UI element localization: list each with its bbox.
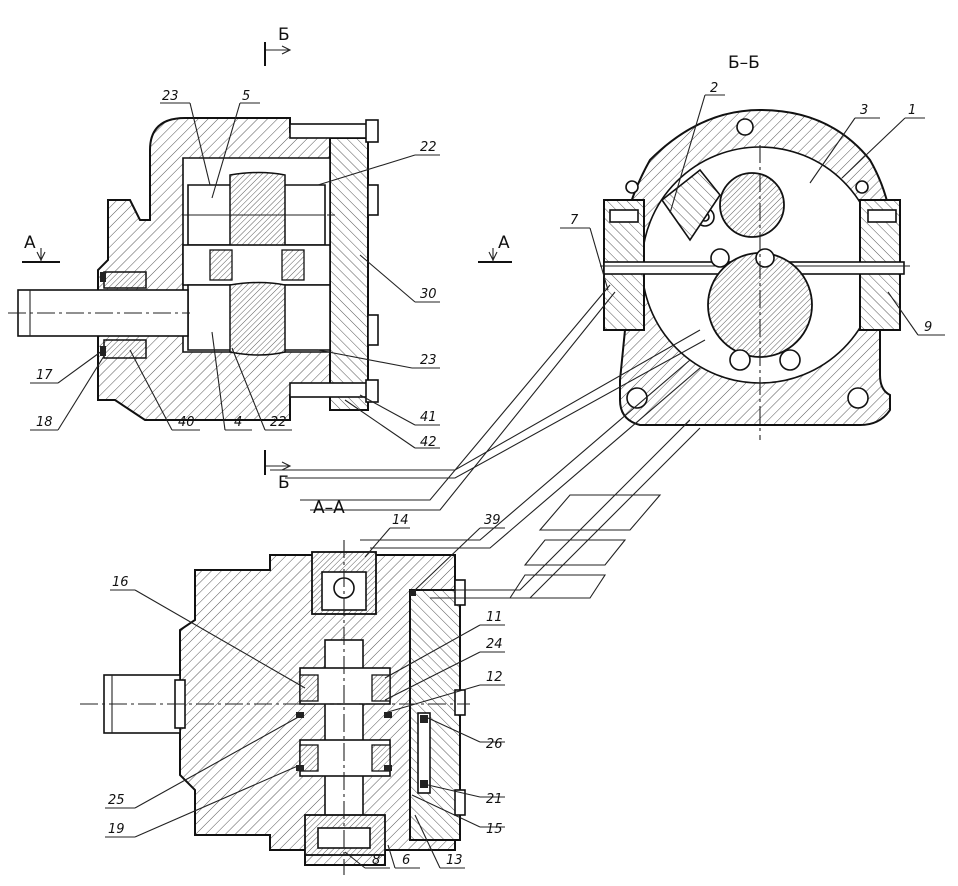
pump-cover [329,137,369,411]
shaft-seal-lower [103,339,147,359]
callout-6: 6 [402,853,410,868]
callout-19: 19 [108,822,125,837]
cut-mark-a-right: А [498,233,510,253]
callout-39: 39 [484,513,501,528]
callout-7: 7 [570,213,579,228]
callout-22: 22 [420,140,437,155]
callout-42: 42 [420,435,437,450]
leader-lines [30,94,945,869]
callout-17: 17 [36,368,53,383]
callout-4: 4 [234,415,242,430]
callout-18: 18 [36,415,53,430]
callout-14: 14 [392,513,409,528]
cut-mark-b-top: Б [278,25,290,45]
callout-24: 24 [486,637,503,652]
cross-section-aa-view [80,540,470,875]
cut-mark-b-bottom: Б [278,473,290,493]
upper-gear-shaft [719,172,785,238]
callout-25: 25 [108,793,125,808]
longitudinal-section-view [8,42,512,475]
callout-21: 21 [486,792,503,807]
callout-26: 26 [486,737,503,752]
callout-11: 11 [486,610,503,625]
callout-2: 2 [710,81,718,96]
cut-mark-a-left: А [24,233,36,253]
callout-40: 40 [178,415,195,430]
callout-8: 8 [372,853,380,868]
callout-13: 13 [446,853,463,868]
callout-22: 22 [270,415,287,430]
bolt-top [289,123,371,139]
callout-16: 16 [112,575,129,590]
section-bb-title: Б–Б [728,53,760,73]
callout-23: 23 [162,89,179,104]
cross-section-bb-view [600,108,910,440]
shaft-seal-upper [103,271,147,289]
callout-3: 3 [860,103,868,118]
callout-15: 15 [486,822,503,837]
callout-1: 1 [908,103,916,118]
callout-12: 12 [486,670,503,685]
channel-projection-lines [270,284,706,599]
callout-23: 23 [420,353,437,368]
bolt-bottom [289,382,371,398]
callout-9: 9 [924,320,932,335]
callout-41: 41 [420,410,437,425]
callout-30: 30 [420,287,437,302]
callout-5: 5 [242,89,250,104]
section-aa-title: А–А [313,498,345,518]
